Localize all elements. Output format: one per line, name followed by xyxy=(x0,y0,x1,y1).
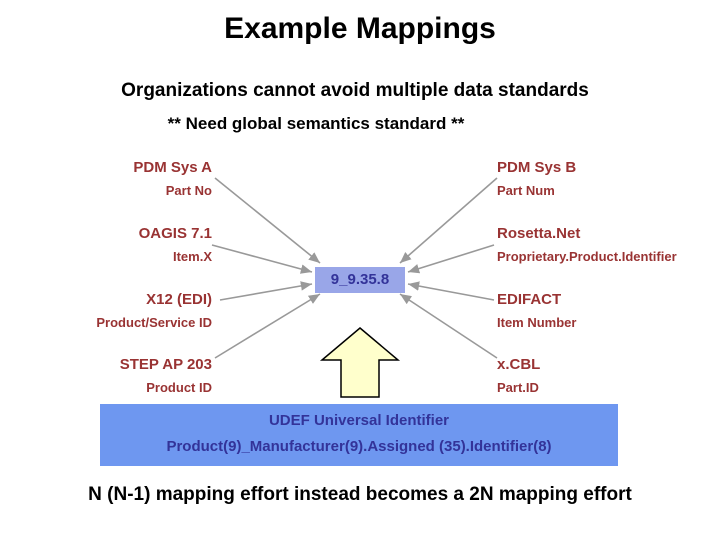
udef-banner-title: UDEF Universal Identifier xyxy=(268,412,450,429)
node-x12-edi: X12 (EDI) Product/Service ID xyxy=(96,290,212,332)
mapping-arrow xyxy=(407,281,495,301)
slide-title: Example Mappings xyxy=(224,12,496,45)
node-rosetta-net: Rosetta.Net Proprietary.Product.Identifi… xyxy=(497,224,677,266)
node-detail: Proprietary.Product.Identifier xyxy=(497,249,677,264)
node-detail: Part.ID xyxy=(497,380,539,395)
subtitle-line2: ** Need global semantics standard ** xyxy=(167,114,465,133)
node-name: OAGIS 7.1 xyxy=(138,225,212,242)
node-step-ap-203: STEP AP 203 Product ID xyxy=(120,355,212,397)
node-name: Rosetta.Net xyxy=(497,225,581,242)
mapping-arrow xyxy=(214,177,321,264)
node-pdm-sys-a: PDM Sys A Part No xyxy=(133,158,212,200)
node-name: PDM Sys B xyxy=(497,159,577,176)
node-pdm-sys-b: PDM Sys B Part Num xyxy=(497,158,576,200)
node-detail: Product/Service ID xyxy=(96,315,212,330)
udef-id-box: 9_9.35.8 xyxy=(315,267,405,293)
node-oagis: OAGIS 7.1 Item.X xyxy=(139,224,212,266)
udef-banner-format: Product(9)_Manufacturer(9).Assigned (35)… xyxy=(166,438,552,455)
mapping-arrow xyxy=(211,244,313,274)
footer-text: N (N-1) mapping effort instead becomes a… xyxy=(88,484,632,505)
node-edifact: EDIFACT Item Number xyxy=(497,290,576,332)
mapping-arrow xyxy=(399,293,498,359)
node-xcbl: x.CBL Part.ID xyxy=(497,355,540,397)
node-name: X12 (EDI) xyxy=(146,291,212,308)
mapping-arrow xyxy=(219,281,313,301)
node-detail: Part Num xyxy=(497,183,555,198)
node-name: STEP AP 203 xyxy=(119,356,212,373)
subtitle-line1: Organizations cannot avoid multiple data… xyxy=(121,80,589,101)
udef-banner: UDEF Universal Identifier Product(9)_Man… xyxy=(100,404,618,466)
node-name: EDIFACT xyxy=(497,291,562,308)
node-name: x.CBL xyxy=(497,356,541,373)
mapping-arrow xyxy=(407,244,495,274)
node-name: PDM Sys A xyxy=(133,159,212,176)
node-detail: Item.X xyxy=(172,249,212,264)
node-detail: Part No xyxy=(165,183,212,198)
mapping-arrow xyxy=(214,293,321,359)
up-arrow-icon xyxy=(319,327,401,398)
mapping-arrow xyxy=(399,177,498,264)
node-detail: Item Number xyxy=(497,315,577,330)
node-detail: Product ID xyxy=(146,380,212,395)
